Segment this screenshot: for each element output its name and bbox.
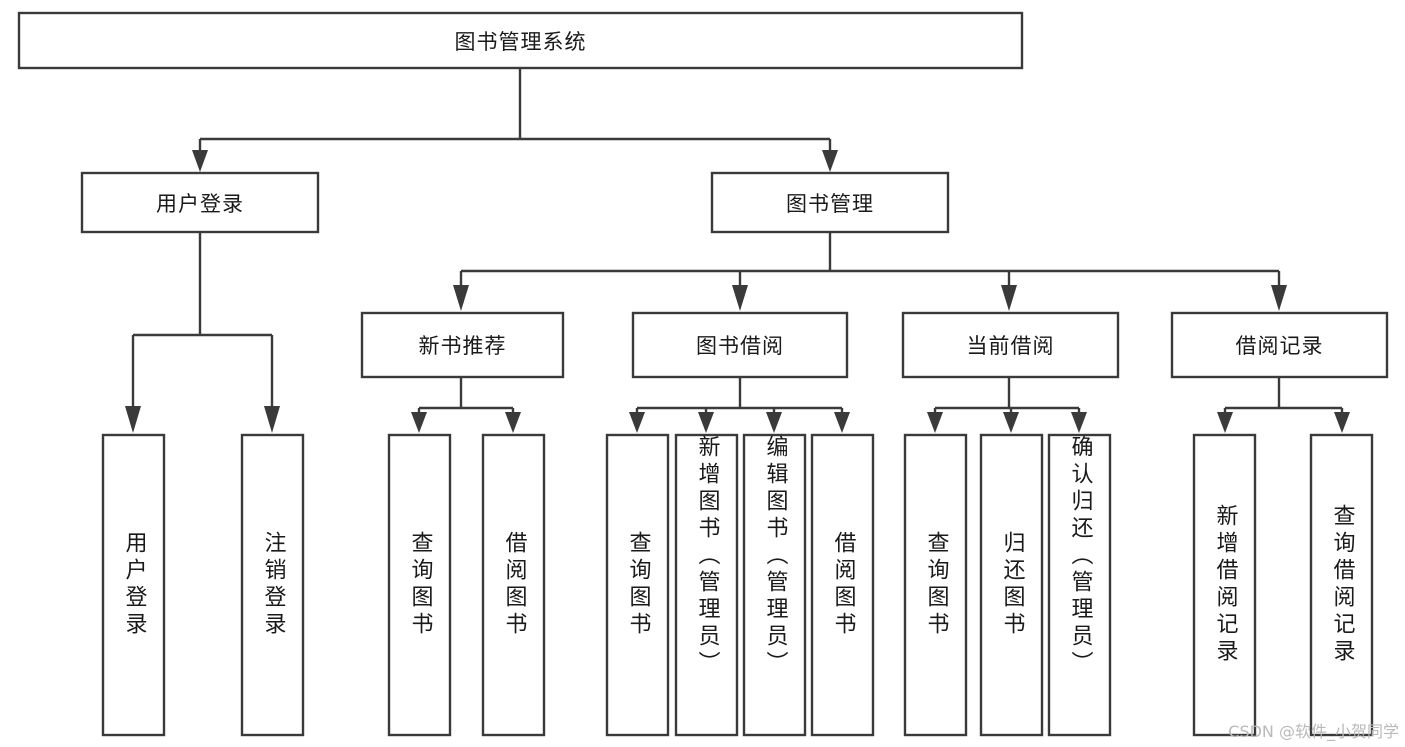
connector-group-user-login-leaves — [125, 232, 280, 433]
arrow-head-leaf-query-record — [1334, 412, 1350, 433]
node-box-borrow-record[interactable] — [1170, 311, 1389, 379]
node-box-root[interactable] — [17, 11, 1024, 70]
arrow-head-leaf-query-book-1 — [411, 412, 427, 433]
arrow-head-borrow-record — [1271, 285, 1287, 311]
connector-group-book-borrow-leaves — [629, 377, 850, 433]
arrow-head-new-book-recommend — [453, 285, 469, 311]
arrow-head-leaf-add-record — [1217, 412, 1233, 433]
arrow-head-leaf-add-book — [698, 412, 714, 433]
node-box-leaf-query-book-3[interactable] — [903, 433, 968, 737]
node-box-current-borrow[interactable] — [901, 311, 1120, 379]
node-box-user-login[interactable] — [80, 171, 320, 234]
node-box-leaf-return-book[interactable] — [979, 433, 1044, 737]
node-box-leaf-query-record[interactable] — [1309, 433, 1374, 737]
arrow-head-user-login — [192, 150, 208, 172]
arrow-head-leaf-borrow-book-1 — [505, 412, 521, 433]
node-box-leaf-add-book[interactable] — [674, 433, 739, 737]
node-box-book-management[interactable] — [710, 171, 950, 234]
connector-group-current-borrow-leaves — [927, 377, 1087, 433]
arrow-head-book-management — [822, 150, 838, 172]
node-box-leaf-edit-book[interactable] — [742, 433, 807, 737]
arrow-head-leaf-edit-book — [766, 412, 782, 433]
node-box-leaf-borrow-book-1[interactable] — [481, 433, 546, 737]
arrow-head-leaf-query-book-3 — [927, 412, 943, 433]
node-box-leaf-query-book-1[interactable] — [387, 433, 452, 737]
connector-group-root — [192, 68, 838, 172]
arrow-head-leaf-logout-login — [264, 406, 280, 433]
node-box-leaf-add-record[interactable] — [1192, 433, 1257, 737]
arrow-head-leaf-confirm-return — [1071, 412, 1087, 433]
node-box-leaf-query-book-2[interactable] — [605, 433, 670, 737]
node-box-leaf-logout-login[interactable] — [240, 433, 305, 737]
arrow-head-book-borrow — [732, 285, 748, 311]
arrow-head-leaf-return-book — [1003, 412, 1019, 433]
arrow-head-leaf-user-login — [125, 406, 141, 433]
node-box-leaf-confirm-return[interactable] — [1047, 433, 1112, 737]
node-box-leaf-borrow-book-2[interactable] — [810, 433, 875, 737]
node-box-leaf-user-login[interactable] — [101, 433, 166, 737]
node-box-new-book-recommend[interactable] — [360, 311, 565, 379]
connector-group-new-book-recommend-leaves — [411, 377, 521, 433]
arrow-head-leaf-query-book-2 — [629, 412, 645, 433]
arrow-head-leaf-borrow-book-2 — [834, 412, 850, 433]
connector-group-borrow-record-leaves — [1217, 377, 1350, 433]
arrow-head-current-borrow — [1001, 285, 1017, 311]
connector-group-book-management — [453, 232, 1287, 311]
node-box-book-borrow[interactable] — [631, 311, 849, 379]
